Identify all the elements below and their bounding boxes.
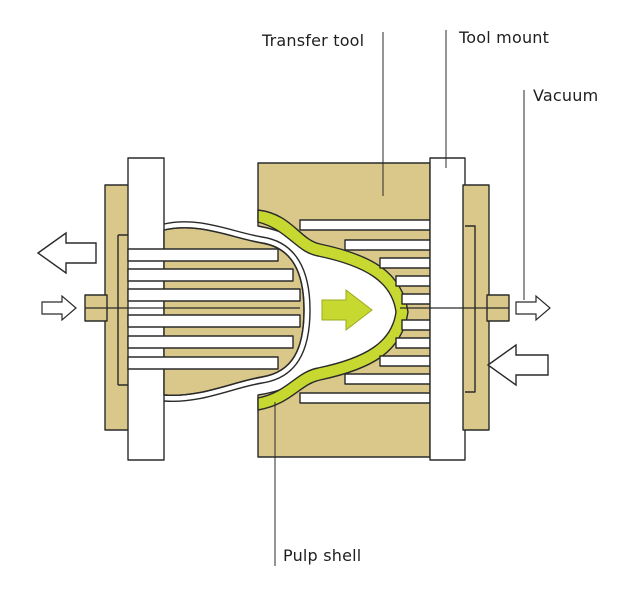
pulp-shell [257, 209, 409, 411]
left-channel-frame [117, 234, 128, 386]
transfer-tool-label: Transfer tool [262, 31, 365, 50]
left-forming-assembly [84, 157, 311, 461]
pulp-shell-label: Pulp shell [283, 546, 362, 565]
right-transfer-assembly [257, 157, 510, 461]
left-plate [127, 157, 165, 461]
transfer-direction-arrow [321, 288, 373, 332]
arrow-left-large-right [486, 343, 549, 387]
tool-mount-plate [429, 157, 466, 461]
arrow-into-left-nozzle [41, 294, 77, 322]
tool-mount-label: Tool mount [459, 28, 550, 47]
left-vacuum-channels [127, 248, 301, 370]
arrow-vacuum-out [515, 294, 551, 322]
arrow-left-large [36, 231, 97, 275]
leader-lines [274, 30, 525, 566]
vacuum-label: Vacuum [533, 86, 599, 105]
left-dome-outline [163, 221, 311, 403]
right-vacuum-channels [299, 219, 431, 404]
